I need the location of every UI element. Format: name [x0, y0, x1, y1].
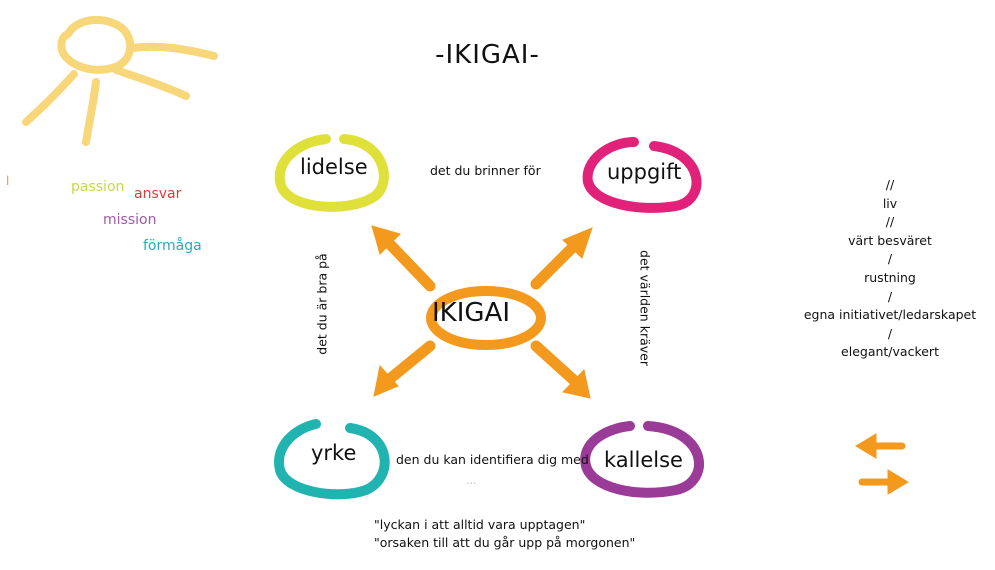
arrow-to-kallelse [530, 340, 584, 390]
right-list-item: / [887, 288, 893, 304]
arrowhead-uppgift [562, 227, 593, 259]
page-title: -IKIGAI- [435, 40, 540, 70]
center-label: IKIGAI [432, 298, 510, 328]
edge-label-bottom: den du kan identifiera dig med [396, 452, 589, 467]
keyword-ansvar: ansvar [134, 186, 182, 202]
sun-icon [22, 15, 218, 146]
ring-yrke [274, 419, 390, 500]
arrowhead-lidelse [371, 225, 401, 255]
right-list: // liv // värt besväret / rustning / egn… [790, 176, 990, 362]
right-list-item: / [887, 251, 893, 267]
arrow-to-lidelse [378, 232, 436, 292]
quote-1: "lyckan i att alltid vara upptagen" [374, 517, 586, 532]
quote-2: "orsaken till att du går upp på morgonen… [374, 535, 636, 550]
edge-label-top: det du brinner för [430, 163, 541, 178]
right-list-item: rustning [864, 269, 916, 285]
right-list-item: // [885, 177, 895, 192]
right-list-item: liv [882, 195, 898, 211]
right-list-item: // [885, 214, 895, 230]
node-yrke-label: yrke [311, 441, 357, 465]
right-list-item: egna initiativet/ledarskapet [803, 307, 977, 323]
node-kallelse-label: kallelse [604, 448, 683, 472]
arrow-to-uppgift [530, 236, 584, 290]
center-ring [426, 286, 546, 350]
node-lidelse-label: lidelse [300, 155, 368, 179]
edge-label-left: det du är bra på [314, 253, 330, 355]
arrows [371, 225, 593, 399]
ring-kallelse [580, 421, 704, 498]
arrowhead-kallelse [562, 368, 591, 399]
swap-arrows-icon [855, 433, 909, 495]
edge-label-right: det världen kräver [637, 250, 653, 366]
keyword-mission: mission [103, 212, 157, 228]
keyword-marker: l [6, 174, 10, 188]
right-list-item: / [887, 325, 893, 341]
right-list-item: värt besväret [848, 232, 932, 248]
ring-uppgift [582, 137, 702, 213]
node-uppgift-label: uppgift [607, 160, 682, 184]
bottom-dots: ... [466, 474, 477, 487]
keyword-formaga: förmåga [143, 238, 202, 254]
arrow-to-yrke [380, 340, 436, 388]
arrowhead-yrke [373, 364, 399, 397]
keyword-passion: passion [71, 179, 125, 195]
right-list-item: elegant/vackert [841, 344, 939, 360]
ring-lidelse [274, 134, 389, 212]
